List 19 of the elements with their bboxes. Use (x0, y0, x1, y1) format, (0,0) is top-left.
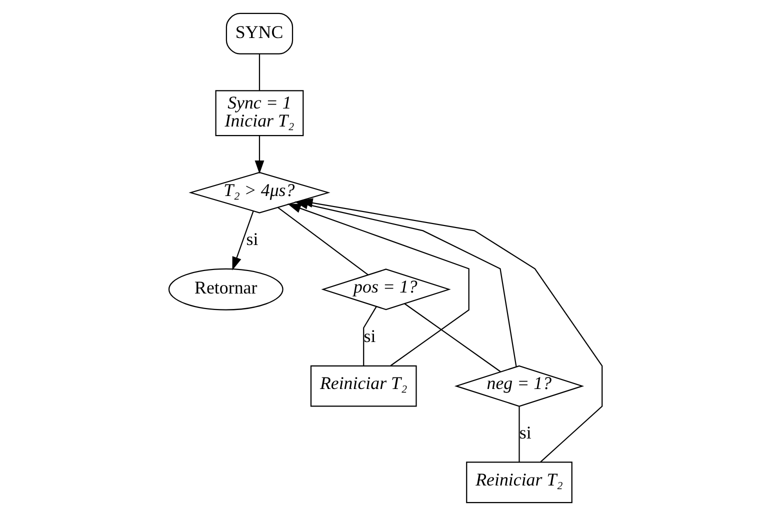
arrow (287, 203, 470, 366)
connector (363, 306, 377, 366)
arrow (232, 210, 254, 270)
connector (258, 53, 260, 90)
node-diamond: pos = 1? (321, 268, 451, 310)
edge-label: si (519, 422, 532, 442)
connector (518, 406, 520, 462)
node-box: SYNC (226, 12, 294, 54)
arrow (254, 135, 264, 174)
edge-label: si (364, 326, 376, 346)
node-diamond: neg = 1? (454, 364, 584, 406)
node-box: Sync = 1 Iniciar T₂ (215, 90, 304, 136)
connector (278, 206, 368, 275)
node-box: Reiniciar T₂ (310, 364, 417, 406)
edge-label: si (246, 228, 258, 249)
connector (404, 302, 501, 372)
node-ellipse: Retornar (168, 268, 284, 310)
arrow (299, 198, 603, 462)
node-box: Reiniciar T₂ (466, 461, 572, 503)
